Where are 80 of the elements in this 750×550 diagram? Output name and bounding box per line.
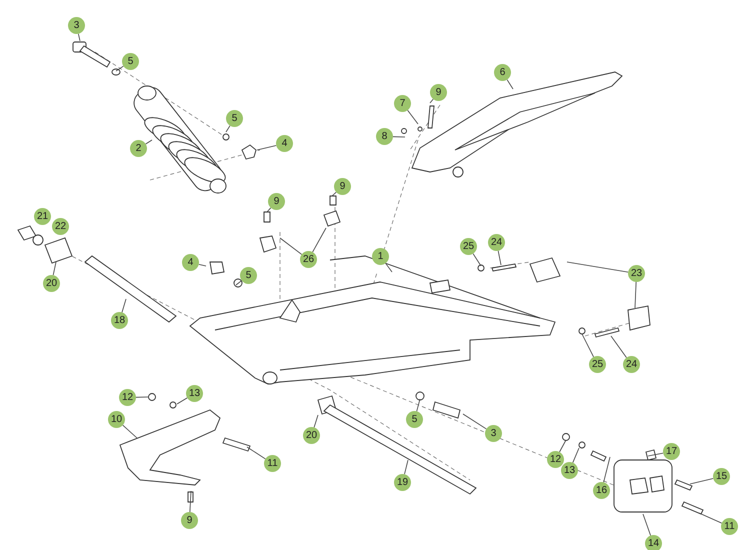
callout-number: 2 [130,140,147,157]
leader-line [190,490,192,512]
callout-number: 22 [52,218,69,235]
leader-line [698,512,722,524]
leader-line [407,110,418,124]
callout-number: 24 [623,356,640,373]
callout-number: 13 [186,385,203,402]
leader-line [78,33,80,42]
callout-number: 9 [334,178,351,195]
callout-number: 10 [108,411,125,428]
leader-line [392,136,406,138]
leader-line [246,446,266,460]
leader-line [430,98,434,104]
leader-line [572,448,580,464]
callout-number: 8 [376,128,393,145]
callout-number: 11 [721,518,738,535]
leader-line [198,264,206,266]
callout-number: 21 [34,208,51,225]
callout-number: 14 [645,535,662,550]
callout-number: 7 [394,95,411,112]
leader-line [603,456,610,483]
callout-number: 5 [406,411,423,428]
callout-number: 4 [182,254,199,271]
leader-line [385,262,392,272]
callout-number: 15 [713,468,730,485]
leader-line [472,253,482,266]
leader-line [236,280,242,286]
callout-number: 13 [561,462,578,479]
leader-line [332,192,337,196]
callout-number: 9 [268,193,285,210]
callout-number: 9 [181,512,198,529]
leader-line [462,414,487,430]
leader-line [610,336,627,358]
callout-number: 26 [300,251,317,268]
callout-number: 12 [547,451,564,468]
leader-line [404,460,408,475]
leader-line [176,398,188,404]
callout-number: 3 [68,17,85,34]
leader-line [136,396,148,398]
callout-number: 20 [303,427,320,444]
leader-line [266,207,272,212]
callout-number: 11 [264,455,281,472]
callout-number: 17 [663,443,680,460]
callout-number: 5 [240,267,257,284]
leader-line [642,514,651,536]
leader-line [498,250,502,266]
leader-line [52,262,56,276]
callout-number: 18 [111,312,128,329]
callout-number: 5 [226,110,243,127]
callout-number: 25 [589,356,606,373]
leader-line [122,424,138,438]
callout-number: 3 [485,425,502,442]
callout-number: 6 [494,64,511,81]
leader-line [145,140,152,144]
callout-number: 5 [122,53,139,70]
leader-line [582,334,594,358]
leader-line [416,398,420,412]
callout-number: 9 [430,84,447,101]
callout-number: 23 [628,265,645,282]
callout-number: 16 [593,482,610,499]
leader-line [122,298,126,313]
leader-line [634,282,636,308]
leader-line [312,228,326,252]
leader-line [648,452,664,456]
leader-line [314,414,318,428]
leader-line [226,125,230,132]
leader-line [280,238,302,255]
leader-line [566,262,628,272]
callout-number: 25 [460,238,477,255]
callout-number: 1 [372,248,389,265]
leader-line [559,440,566,452]
callout-number: 19 [394,474,411,491]
leader-line [256,145,277,150]
callout-number: 20 [43,275,60,292]
leader-line [690,478,714,484]
callout-number: 12 [119,389,136,406]
callout-number: 4 [276,135,293,152]
leader-line [116,66,124,72]
callout-number: 24 [488,234,505,251]
leader-line [506,79,514,90]
